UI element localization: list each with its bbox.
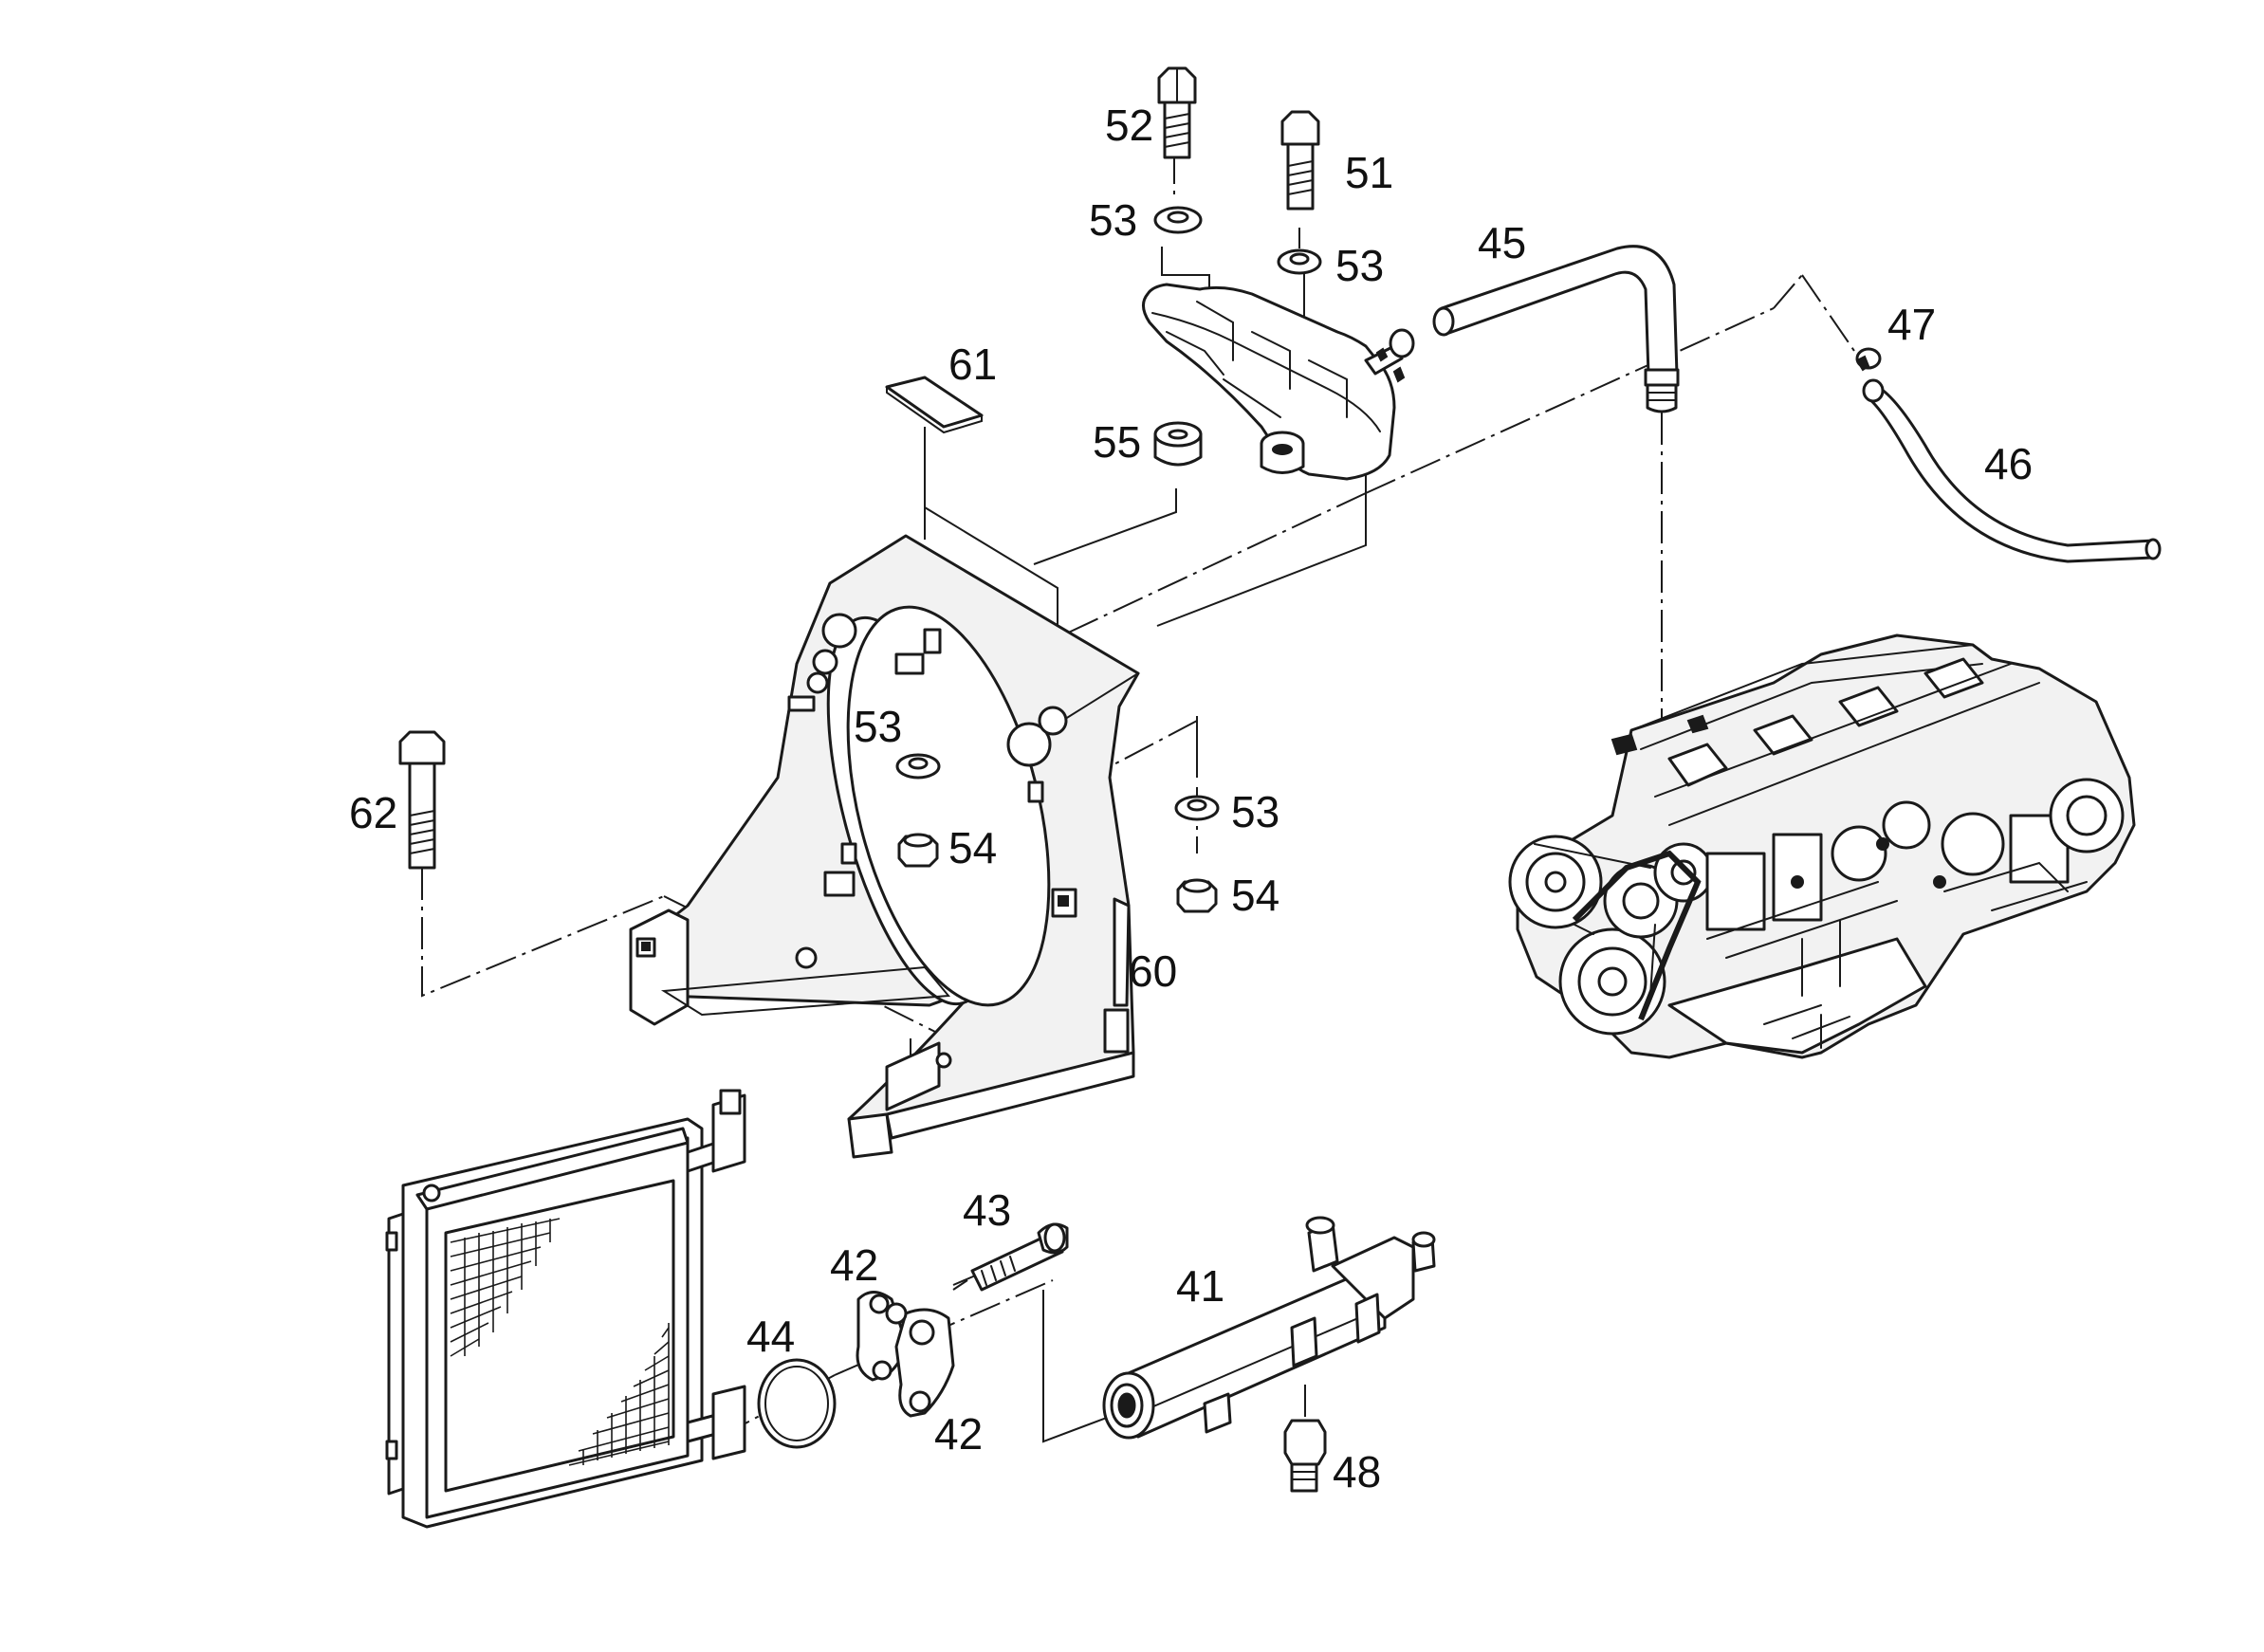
radiator	[385, 1089, 746, 1529]
fan-shroud-60	[629, 534, 1140, 1159]
callout-53-center: 53	[854, 702, 902, 751]
bolt-52	[1157, 66, 1197, 159]
callout-53-top-right: 53	[1335, 241, 1384, 290]
callout-47: 47	[1887, 300, 1936, 349]
flange-42-lower	[885, 1302, 955, 1418]
callout-42-lower: 42	[934, 1409, 983, 1459]
o-ring-44	[757, 1358, 837, 1449]
callout-60: 60	[1129, 946, 1177, 996]
callout-53-top-left: 53	[1089, 195, 1137, 245]
pad-61	[885, 376, 984, 434]
hose-45	[1432, 245, 1680, 413]
callout-46: 46	[1984, 439, 2033, 488]
callout-54-right: 54	[1231, 871, 1279, 920]
callout-45: 45	[1478, 218, 1526, 267]
washer-53-top-left	[1153, 206, 1203, 234]
callout-62: 62	[349, 788, 397, 837]
fitting-48	[1283, 1385, 1327, 1493]
callout-44: 44	[746, 1312, 795, 1361]
nut-54-right	[1176, 878, 1218, 913]
callout-41: 41	[1176, 1261, 1224, 1311]
bolt-43	[952, 1222, 1069, 1292]
pipe-41	[1102, 1216, 1436, 1440]
callout-42-upper: 42	[830, 1240, 878, 1290]
grommet-55	[1153, 421, 1203, 467]
hose-46	[1862, 378, 2162, 563]
nut-54-center	[897, 833, 939, 868]
callout-54-center: 54	[948, 823, 997, 872]
washer-53-center	[895, 753, 941, 780]
clamp-47	[1855, 347, 1882, 372]
radiator-core-hatch-upper	[450, 1218, 561, 1357]
callout-55: 55	[1093, 417, 1141, 467]
bolt-51	[1280, 110, 1320, 211]
callout-43: 43	[963, 1185, 1011, 1235]
callout-51: 51	[1345, 148, 1393, 197]
callout-61: 61	[948, 340, 997, 389]
engine-assembly	[1508, 633, 2136, 1059]
bolt-62	[398, 730, 446, 870]
expansion-tank	[1142, 283, 1415, 481]
callout-52: 52	[1105, 101, 1153, 150]
callout-53-right: 53	[1231, 787, 1279, 836]
washer-53-top-right	[1277, 248, 1322, 275]
radiator-core-hatch-lower	[568, 1323, 670, 1466]
callout-labels: 52 51 53 53 45 47 46 61 55 53 54 53 54 6…	[349, 101, 2033, 1496]
washer-53-right	[1174, 795, 1220, 821]
callout-48: 48	[1333, 1447, 1381, 1496]
